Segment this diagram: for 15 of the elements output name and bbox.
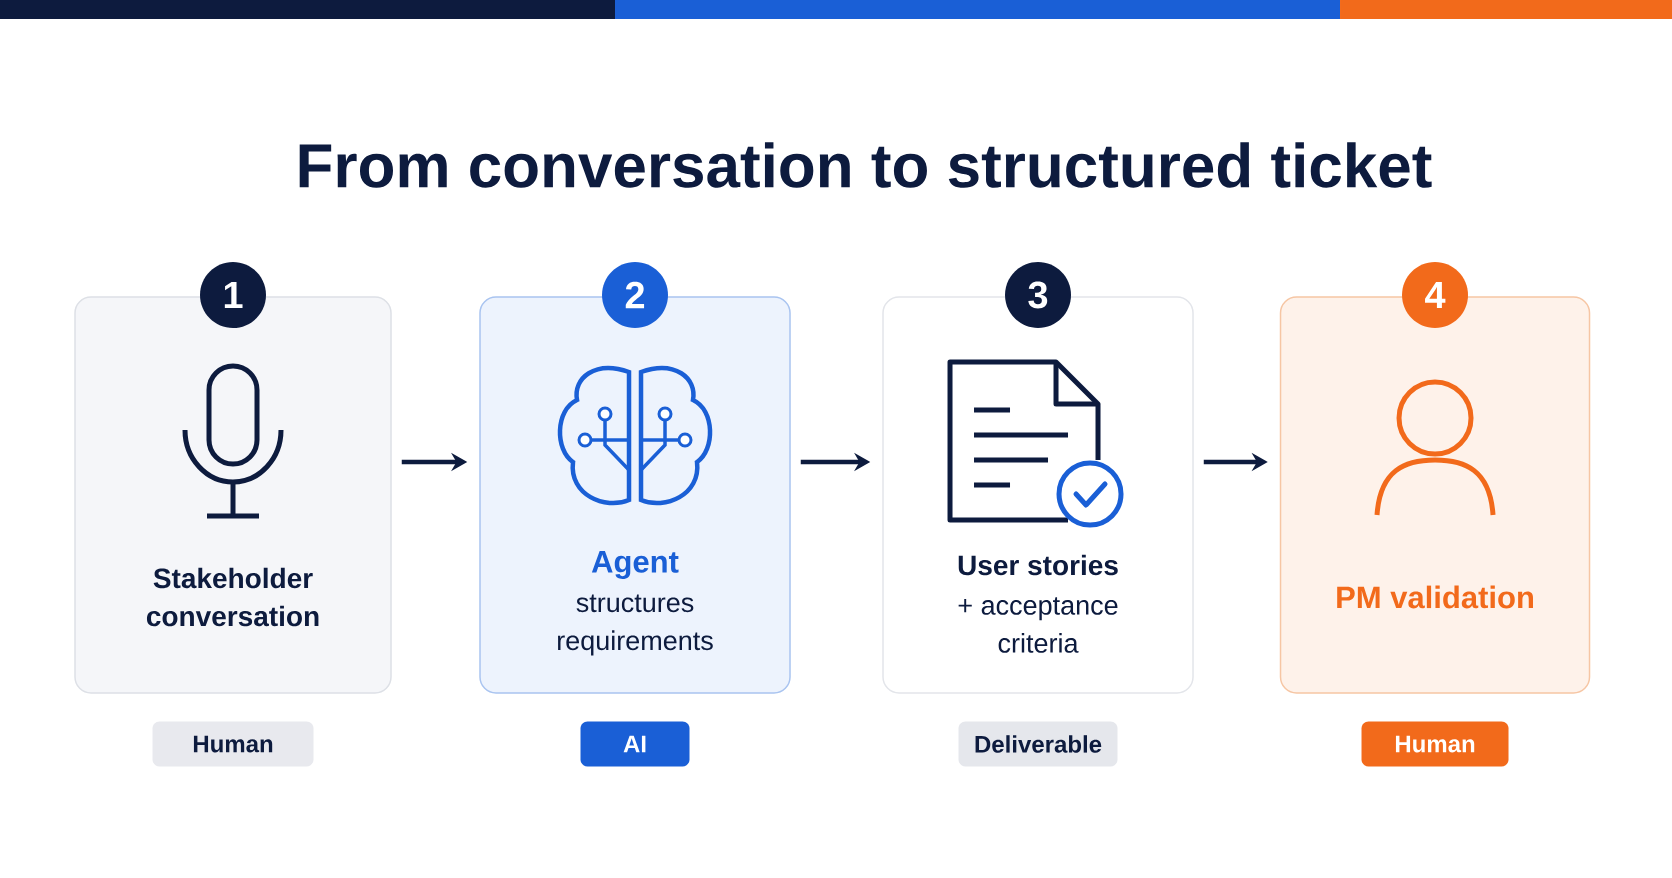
role-tag: Deliverable (958, 721, 1118, 767)
step-heading: User stories (958, 554, 1118, 576)
step-description: + acceptance criteria (958, 597, 1118, 653)
step-number: 2 (602, 262, 668, 328)
step-heading: Agent (591, 551, 679, 579)
step-heading: PM validation (1337, 585, 1533, 609)
title: From conversation to structured ticket (299, 142, 1432, 188)
step-description: structures requirements (558, 594, 713, 656)
role-tag: Human (1361, 721, 1509, 767)
step-number: 4 (1402, 262, 1468, 328)
step-number: 1 (200, 262, 266, 328)
step-number: 3 (1005, 262, 1071, 328)
step-heading: Stakeholder conversation (146, 567, 319, 627)
role-tag: Human (152, 721, 314, 767)
role-tag: AI (580, 721, 690, 767)
